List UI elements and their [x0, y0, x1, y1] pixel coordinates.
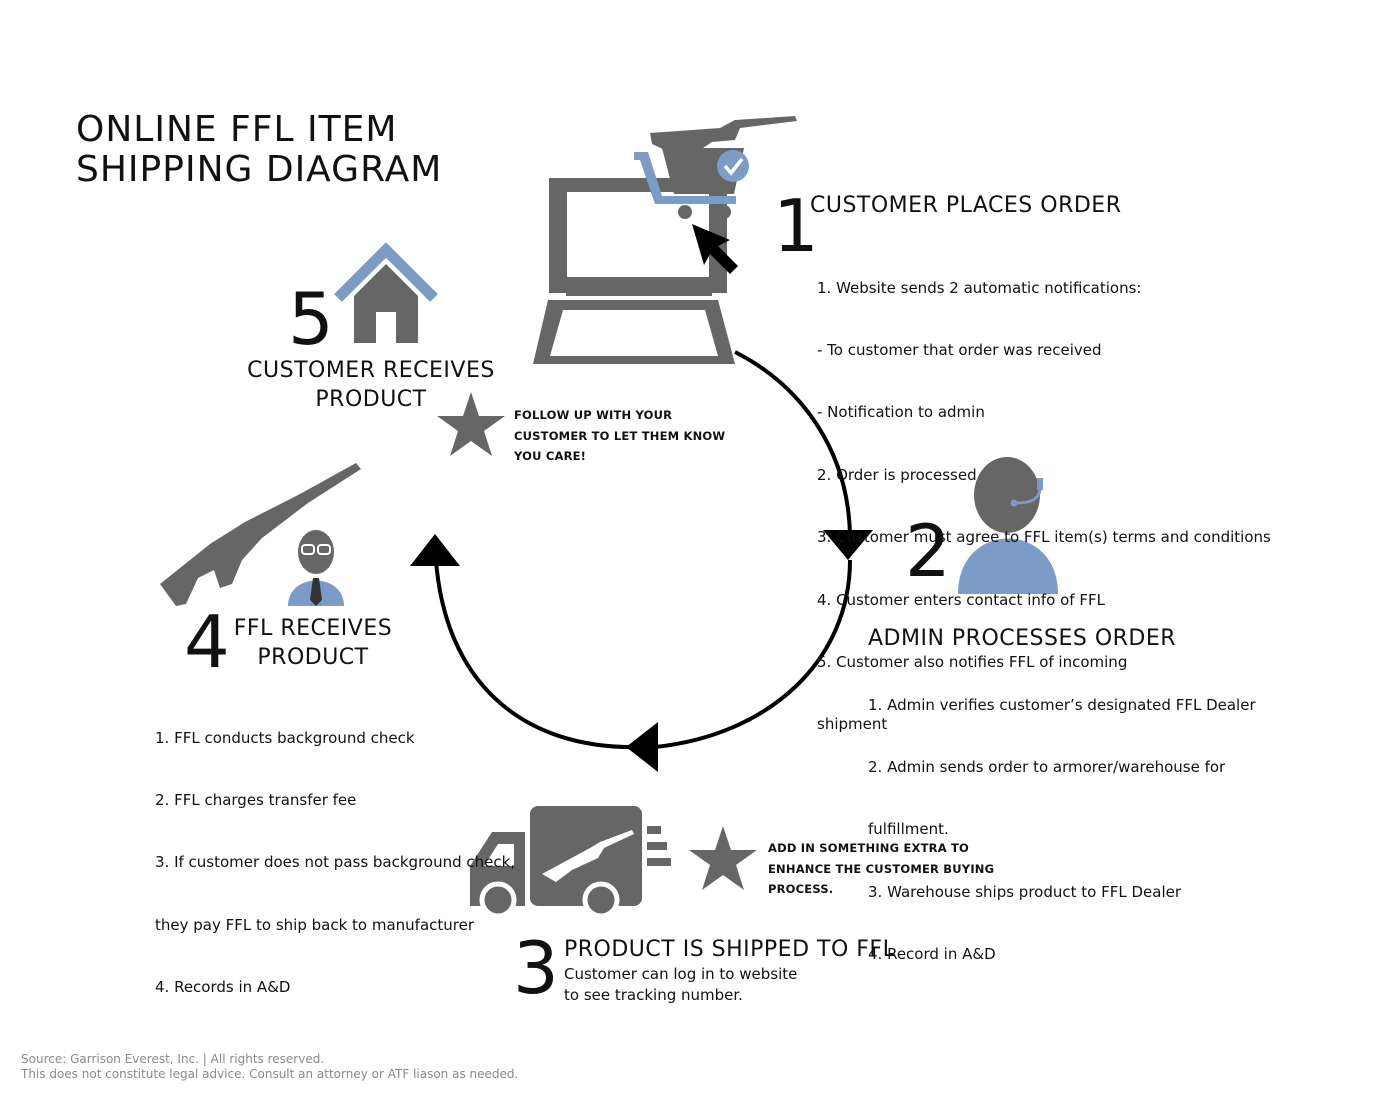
- step4-number: 4: [184, 600, 230, 684]
- step1-item: - Notification to admin: [817, 403, 985, 422]
- step4-item: they pay FFL to ship back to manufacture…: [155, 915, 475, 934]
- step1-item: 2. Order is processed: [817, 465, 977, 484]
- step4-heading: FFL RECEIVES PRODUCT: [230, 614, 396, 672]
- step2-heading: ADMIN PROCESSES ORDER: [868, 626, 1177, 651]
- ffl-dealer-rifle-icon: [160, 463, 361, 606]
- tip-line: ADD IN SOMETHING EXTRA TO: [768, 841, 970, 855]
- step3-item: to see tracking number.: [564, 985, 743, 1004]
- step5-number: 5: [288, 277, 334, 361]
- tip-add-extra: ADD IN SOMETHING EXTRA TO ENHANCE THE CU…: [768, 838, 994, 900]
- step1-item: 3. Customer must agree to FFL item(s) te…: [817, 528, 1271, 547]
- star-icon: [689, 826, 757, 890]
- step5-heading-line: CUSTOMER RECEIVES: [247, 358, 495, 383]
- arrowhead-left: [626, 722, 658, 772]
- step2-number: 2: [905, 509, 951, 593]
- step1-item: shipment: [817, 715, 888, 734]
- step2-item: 2. Admin sends order to armorer/warehous…: [868, 757, 1226, 776]
- step5-heading: CUSTOMER RECEIVES PRODUCT: [236, 356, 506, 414]
- step3-item: Customer can log in to website: [564, 965, 798, 983]
- step3-heading: PRODUCT IS SHIPPED TO FFL: [564, 937, 896, 962]
- step4-item: 1. FFL conducts background check: [155, 728, 415, 747]
- step1-item: 4. Customer enters contact info of FFL: [817, 590, 1105, 609]
- step1-heading: CUSTOMER PLACES ORDER: [810, 193, 1122, 218]
- laptop-shopping-cart-icon: [533, 116, 797, 364]
- cycle-arrows: [434, 350, 852, 750]
- arc-step1-to-step2: [734, 350, 852, 541]
- arrowhead-down: [823, 530, 873, 560]
- step1-list: 1. Website sends 2 automatic notificatio…: [817, 236, 1271, 756]
- step1-number: 1: [773, 184, 819, 268]
- arc-step2-to-step3: [654, 559, 852, 749]
- step4-item: 2. FFL charges transfer fee: [155, 790, 357, 809]
- step4-list: 1. FFL conducts background check 2. FFL …: [155, 686, 515, 1019]
- step3-list: Customer can log in to website to see tr…: [564, 964, 797, 1006]
- step2-item: 1. Admin verifies customer’s designated …: [868, 695, 1256, 714]
- diagram-title: ONLINE FFL ITEM SHIPPING DIAGRAM: [76, 110, 442, 190]
- step2-item: 3. Warehouse ships product to FFL Dealer: [868, 882, 1182, 901]
- footer: Source: Garrison Everest, Inc. | All rig…: [21, 1052, 518, 1082]
- tip-line: PROCESS.: [768, 882, 834, 896]
- star-icon: [437, 392, 505, 456]
- step3-number: 3: [513, 926, 559, 1010]
- step2-item: fulfillment.: [868, 820, 949, 839]
- arrowhead-up: [410, 534, 460, 566]
- step4-heading-line: FFL RECEIVES: [233, 616, 393, 641]
- step4-heading-line: PRODUCT: [257, 645, 369, 670]
- step2-item: 4. Record in A&D: [868, 945, 996, 964]
- admin-headset-icon: [958, 457, 1058, 594]
- step5-heading-line: PRODUCT: [315, 387, 427, 412]
- delivery-truck-icon: [470, 806, 671, 919]
- step4-item: 4. Records in A&D: [155, 978, 291, 997]
- tip-line: YOU CARE!: [514, 449, 587, 463]
- step1-item: 1. Website sends 2 automatic notificatio…: [817, 278, 1142, 297]
- tip-line: ENHANCE THE CUSTOMER BUYING: [768, 861, 995, 876]
- house-icon: [334, 242, 438, 343]
- title-line-2: SHIPPING DIAGRAM: [76, 149, 443, 190]
- tip-line: FOLLOW UP WITH YOUR: [514, 408, 673, 422]
- title-line-1: ONLINE FFL ITEM: [76, 109, 398, 150]
- footer-source: Source: Garrison Everest, Inc. | All rig…: [21, 1052, 325, 1066]
- tip-line: CUSTOMER TO LET THEM KNOW: [514, 428, 726, 443]
- step4-item: 3. If customer does not pass background …: [155, 853, 516, 872]
- tip-follow-up: FOLLOW UP WITH YOUR CUSTOMER TO LET THEM…: [514, 405, 725, 467]
- step2-list: 1. Admin verifies customer’s designated …: [868, 653, 1256, 986]
- step1-item: - To customer that order was received: [817, 340, 1102, 359]
- step1-item: 5. Customer also notifies FFL of incomin…: [817, 652, 1128, 671]
- arc-step3-to-step4: [434, 559, 641, 750]
- footer-disclaimer: This does not constitute legal advice. C…: [21, 1067, 519, 1081]
